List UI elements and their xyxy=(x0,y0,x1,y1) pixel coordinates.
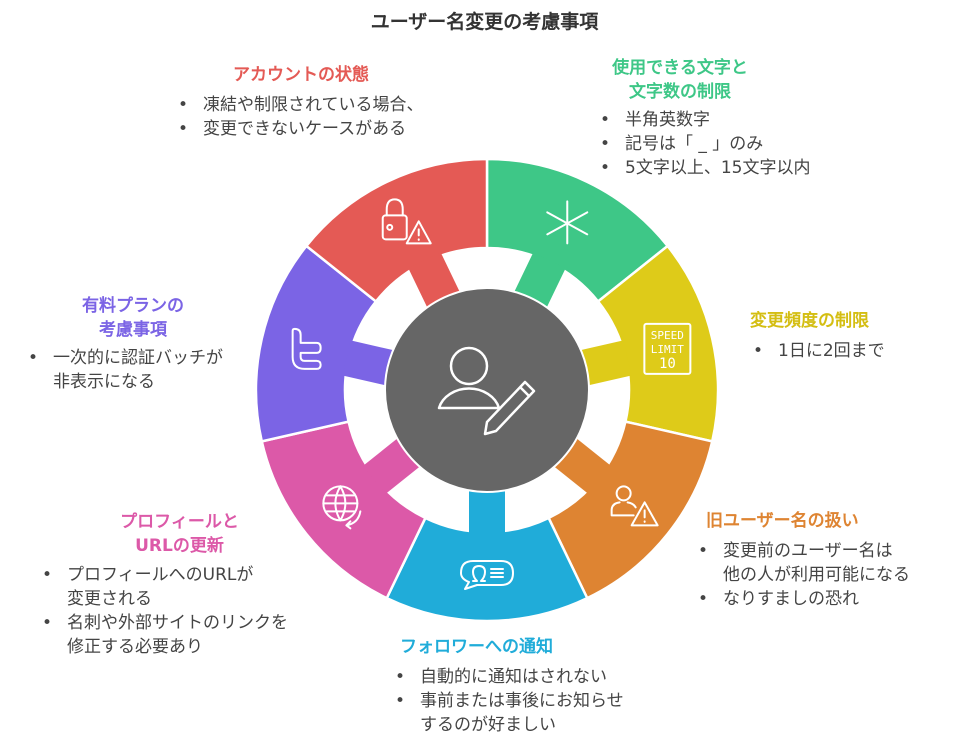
bullet-item: 5文字以上、15文字以内 xyxy=(600,156,810,180)
section-heading: 使用できる文字と 文字数の制限 xyxy=(585,56,775,104)
bullet-text: 名刺や外部サイトのリンクを xyxy=(67,613,288,633)
bullet-text: 事前または事後にお知らせ xyxy=(420,691,624,711)
heading-line: 旧ユーザー名の扱い xyxy=(706,511,859,531)
bullet-item: 凍結や制限されている場合、 xyxy=(178,93,424,117)
section-heading: 変更頻度の制限 xyxy=(750,309,885,333)
section-character-rules: 使用できる文字と 文字数の制限 半角英数字 記号は「 _ 」のみ 5文字以上、1… xyxy=(585,56,810,180)
bullet-item: 自動的に通知はされない xyxy=(395,665,624,689)
chat-bubble-icon xyxy=(460,560,514,590)
speed-sign-text: 10 xyxy=(659,356,676,372)
section-heading: 旧ユーザー名の扱い xyxy=(706,509,910,533)
speed-sign-text: SPEED xyxy=(651,329,684,342)
bullet-text: 変更前のユーザー名は xyxy=(723,541,893,561)
user-edit-icon xyxy=(437,346,536,436)
section-account-status: アカウントの状態 凍結や制限されている場合、 変更できないケースがある xyxy=(178,63,424,141)
heading-line: 変更頻度の制限 xyxy=(750,311,869,331)
bullet-text: するのが好ましい xyxy=(420,715,556,735)
bullet-text: 非表示になる xyxy=(53,372,155,392)
bullet-text: 凍結や制限されている場合、 xyxy=(203,95,424,115)
bullet-text: 記号は「 _ 」のみ xyxy=(625,134,764,154)
bullet-text: 自動的に通知はされない xyxy=(420,667,607,687)
heading-line: 文字数の制限 xyxy=(629,82,731,102)
heading-line: 有料プランの xyxy=(82,296,184,316)
section-heading: プロフィールと URLの更新 xyxy=(42,510,317,558)
bullet-text: 1日に2回まで xyxy=(778,341,885,361)
section-heading: アカウントの状態 xyxy=(233,63,424,87)
globe-refresh-icon xyxy=(322,485,362,530)
heading-line: 使用できる文字と xyxy=(612,58,748,78)
user-warning-icon xyxy=(610,485,659,527)
bullet-text: 一次的に認証バッチが xyxy=(53,348,223,368)
bullet-text: 修正する必要あり xyxy=(67,637,203,657)
bullet-item: 記号は「 _ 」のみ xyxy=(600,132,810,156)
section-heading: フォロワーへの通知 xyxy=(400,635,624,659)
bullet-text: 変更できないケースがある xyxy=(203,119,407,139)
section-heading: 有料プランの 考慮事項 xyxy=(28,294,238,342)
heading-line: フォロワーへの通知 xyxy=(400,637,553,657)
heading-line: プロフィールと xyxy=(120,512,239,532)
bullet-text: 5文字以上、15文字以内 xyxy=(625,158,811,178)
bullet-item: 変更できないケースがある xyxy=(178,117,424,141)
twitter-t-icon xyxy=(291,327,322,370)
bullet-item: 1日に2回まで xyxy=(753,339,885,363)
bullet-text: プロフィールへのURLが xyxy=(67,565,254,585)
heading-line: URLの更新 xyxy=(135,536,224,556)
diagram-title: ユーザー名変更の考慮事項 xyxy=(370,11,599,33)
asterisk-icon xyxy=(546,200,589,245)
bullet-text: 変更される xyxy=(67,589,152,609)
bullet-text: 他の人が利用可能になる xyxy=(723,565,910,585)
lock-warning-icon xyxy=(381,198,432,245)
segment-red xyxy=(304,157,489,304)
heading-line: 考慮事項 xyxy=(99,320,167,340)
bullet-item: なりすましの恐れ xyxy=(698,587,910,611)
center-circle xyxy=(384,287,590,493)
bullet-text: 半角英数字 xyxy=(625,110,710,130)
bullet-item: 半角英数字 xyxy=(600,108,810,132)
heading-line: アカウントの状態 xyxy=(233,65,369,85)
section-change-frequency: 変更頻度の制限 1日に2回まで xyxy=(750,309,885,363)
speed-sign-text: LIMIT xyxy=(651,343,684,356)
bullet-text: なりすましの恐れ xyxy=(723,589,859,609)
section-follower-notice: フォロワーへの通知 自動的に通知はされない 事前または事後にお知らせするのが好ま… xyxy=(395,635,624,737)
